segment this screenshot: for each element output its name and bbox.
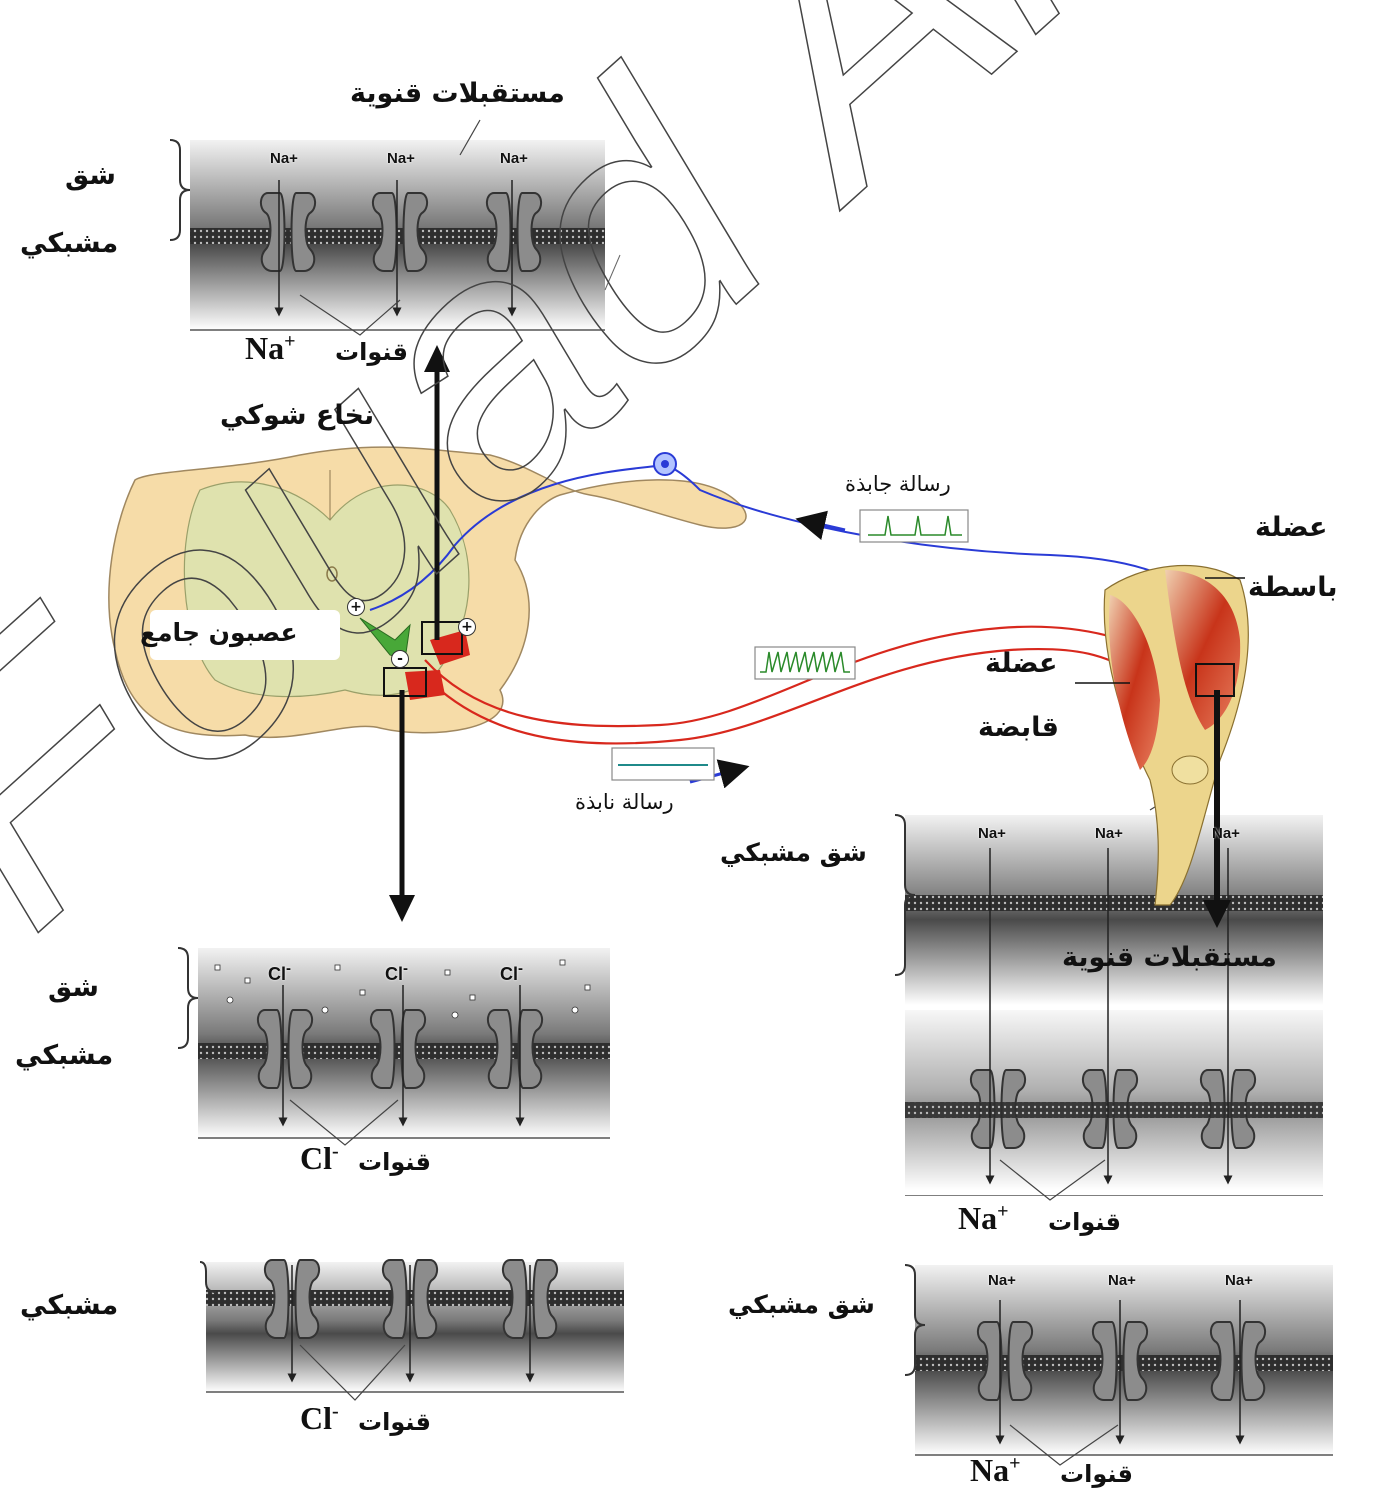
na-channel-formula-right-2: Na+	[970, 1452, 1021, 1489]
ion-label: Cl-	[268, 960, 291, 985]
ion-label: Cl-	[500, 960, 523, 985]
flexor-label-2: قابضة	[978, 712, 1059, 743]
ion-label: Na+	[978, 825, 1006, 842]
channels-label-mid: قنوات	[358, 1148, 431, 1176]
ion-label: Na+	[270, 150, 298, 167]
ion-label: Na+	[988, 1272, 1016, 1289]
channels-label-bottom-left: قنوات	[358, 1408, 431, 1436]
afferent-message-label: رسالة جابذة	[845, 472, 951, 496]
cleft-label-mid-2: مشبكي	[15, 1040, 113, 1071]
extensor-label-2: باسطة	[1248, 572, 1338, 603]
minus-sign: -	[391, 650, 409, 668]
cleft-label-right-2: شق مشبكي	[728, 1290, 875, 1319]
na-channel-formula-top: Na+	[245, 330, 296, 367]
ion-label: Na+	[1212, 825, 1240, 842]
ion-label: Cl-	[385, 960, 408, 985]
ion-label: Na+	[1095, 825, 1123, 842]
cleft-label-bottom-left: مشبكي	[20, 1290, 118, 1321]
receptors-label-right: مستقبلات قنوية	[1062, 942, 1277, 973]
synapse-panel-right-upper	[895, 785, 1323, 1200]
synapse-panel-right-lower	[905, 1265, 1333, 1465]
cleft-label-mid-1: شق	[48, 972, 99, 1003]
synapse-panel-bottom-left	[200, 1260, 624, 1400]
message-traces	[612, 510, 968, 780]
channels-label-right-2: قنوات	[1060, 1460, 1133, 1488]
interneuron-label: عصبون جامع	[140, 618, 298, 647]
extensor-label-1: عضلة	[1255, 512, 1327, 543]
ion-label: Na+	[1108, 1272, 1136, 1289]
channels-label-top: قنوات	[335, 338, 408, 366]
ion-label: Na+	[387, 150, 415, 167]
cl-channel-formula-bottom: Cl-	[300, 1400, 339, 1437]
plus-sign: +	[347, 598, 365, 616]
cleft-label-right-1: شق مشبكي	[720, 838, 867, 867]
receptors-label-top: مستقبلات قنوية	[350, 78, 565, 109]
cleft-label-top-2: مشبكي	[20, 228, 118, 259]
channels-label-right-1: قنوات	[1048, 1208, 1121, 1236]
na-channel-formula-right-1: Na+	[958, 1200, 1009, 1237]
ion-label: Na+	[1225, 1272, 1253, 1289]
ion-label: Na+	[500, 150, 528, 167]
flexor-label-1: عضلة	[985, 648, 1057, 679]
cl-channel-formula-mid: Cl-	[300, 1140, 339, 1177]
spinal-cord-label: نخاع شوكي	[220, 400, 374, 431]
plus-sign: +	[458, 618, 476, 636]
efferent-message-label: رسالة نابذة	[575, 790, 674, 814]
cleft-label-top-1: شق	[65, 160, 116, 191]
